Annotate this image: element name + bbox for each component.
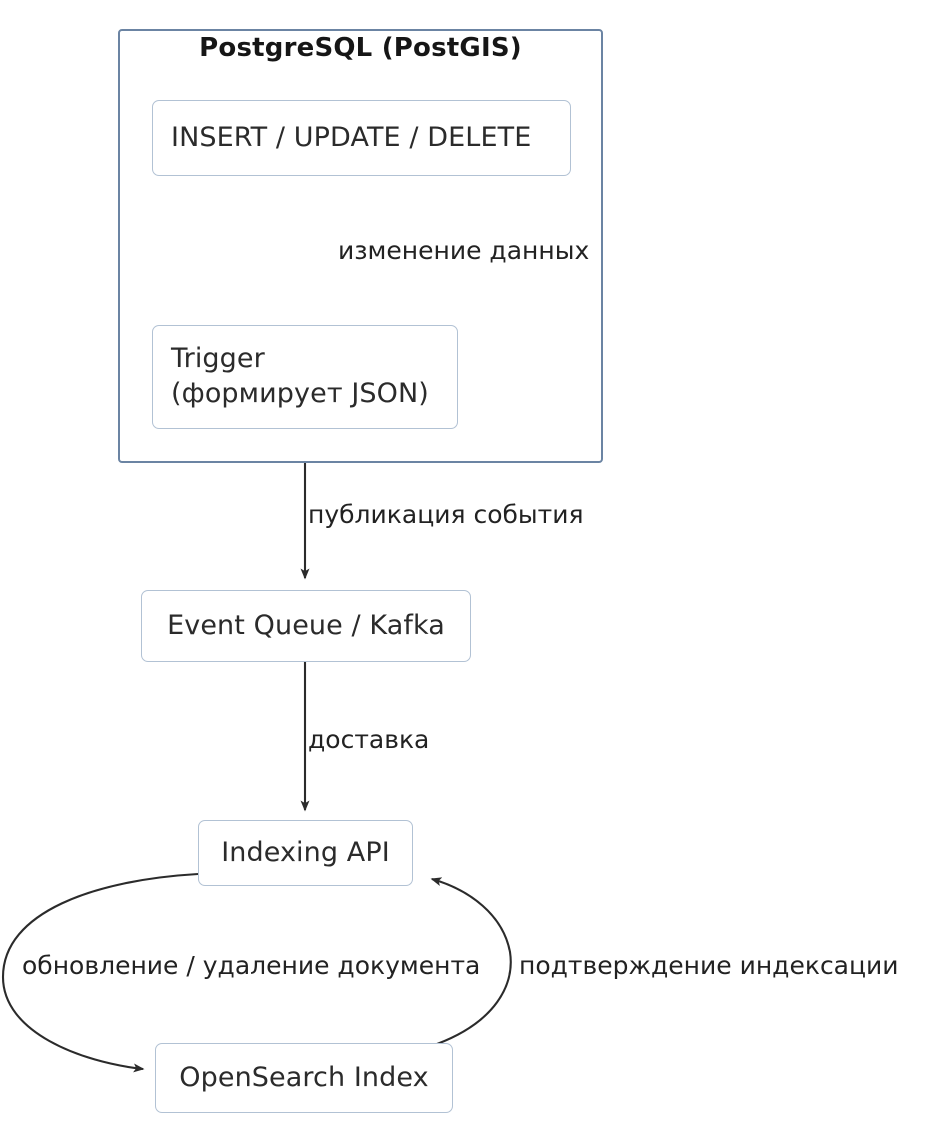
node-label-trigger: Trigger (формирует JSON)	[171, 343, 429, 409]
edge-opensearch-to-indexing	[430, 877, 512, 1045]
node-label-event-queue-kafka: Event Queue / Kafka	[167, 609, 445, 641]
node-insert-update-delete[interactable]: INSERT / UPDATE / DELETE	[152, 100, 571, 176]
edge-indexing-to-opensearch	[1, 872, 199, 1073]
node-trigger[interactable]: Trigger (формирует JSON)	[152, 325, 458, 429]
node-label-indexing-api: Indexing API	[221, 836, 390, 868]
edge-label-podtverzhdenie-indeksacii: подтверждение индексации	[519, 951, 899, 980]
edge-label-dostavka: доставка	[308, 725, 430, 754]
edge-label-publikaciya-sobytiya: публикация события	[308, 500, 584, 529]
node-label-insert-update-delete: INSERT / UPDATE / DELETE	[171, 121, 532, 153]
node-label-opensearch-index: OpenSearch Index	[179, 1061, 429, 1093]
node-event-queue-kafka[interactable]: Event Queue / Kafka	[141, 590, 471, 662]
node-opensearch-index[interactable]: OpenSearch Index	[155, 1043, 453, 1113]
node-indexing-api[interactable]: Indexing API	[198, 820, 413, 886]
edge-label-obnovlenie-udalenie-dokumenta: обновление / удаление документа	[22, 951, 481, 980]
edge-label-izmenenie-dannyh: изменение данных	[338, 236, 590, 265]
container-title-postgresql: PostgreSQL (PostGIS)	[199, 33, 522, 63]
